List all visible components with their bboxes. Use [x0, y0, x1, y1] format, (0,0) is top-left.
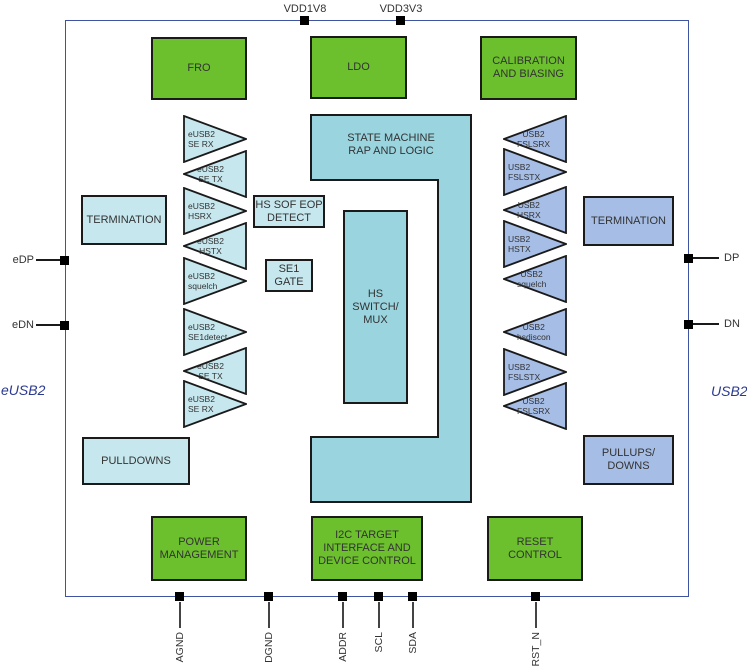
tri-eusb2-squelch: eUSB2 squelch: [183, 257, 247, 305]
tri-eusb2-se-rx-bottom: eUSB2 SE RX: [183, 380, 247, 428]
tri-eusb2-hsrx: eUSB2 HSRX: [183, 187, 247, 235]
block-pulldowns: PULLDOWNS: [82, 437, 190, 485]
pin-label-dgnd: DGND: [263, 632, 275, 663]
pin-label-edp: eDP: [12, 254, 34, 266]
tri-usb2-hsrx: USB2 HSRX: [503, 186, 567, 234]
block-termination-right: TERMINATION: [583, 196, 674, 246]
pin-label-dp: DP: [724, 252, 740, 264]
block-pullups-downs: PULLUPS/ DOWNS: [583, 435, 674, 485]
pin-label-dn: DN: [724, 318, 740, 330]
pin-stem-dgnd: [268, 602, 270, 628]
block-calibration-biasing: CALIBRATION AND BIASING: [480, 36, 577, 100]
block-termination-left: TERMINATION: [81, 195, 167, 245]
pin-stem-scl: [378, 602, 380, 628]
pin-stem-sda: [412, 602, 414, 628]
tri-usb2-hstx: USB2 HSTX: [503, 220, 567, 268]
tri-eusb2-se-tx-bottom: eUSB2 SE TX: [183, 347, 247, 395]
pin-stem-rst-n: [535, 602, 537, 628]
block-hs-switch-mux: HS SWITCH/ MUX: [343, 210, 408, 404]
pin-square-vdd3v3: [396, 16, 405, 25]
pin-label-edn: eDN: [11, 319, 34, 331]
block-se1-gate: SE1 GATE: [265, 259, 313, 292]
pin-label-rst-n: RST_N: [530, 632, 542, 667]
state-machine-label: STATE MACHINE RAP AND LOGIC: [347, 132, 435, 157]
tri-eusb2-se-rx-top: eUSB2 SE RX: [183, 115, 247, 163]
pin-label-vdd3v3: VDD3V3: [379, 3, 423, 15]
tri-usb2-fslsrx-bottom: USB2 FSLSRX: [503, 382, 567, 430]
pin-square-sda: [408, 592, 417, 601]
pin-square-rst-n: [531, 592, 540, 601]
tri-usb2-squelch: USB2 squelch: [503, 255, 567, 303]
pin-square-scl: [374, 592, 383, 601]
side-label-eusb2: eUSB2: [1, 382, 46, 398]
pin-label-addr: ADDR: [337, 632, 349, 662]
block-power-management: POWER MANAGEMENT: [151, 516, 247, 581]
pin-square-agnd: [175, 592, 184, 601]
pin-square-vdd1v8: [300, 16, 309, 25]
pin-square-edp: [60, 256, 69, 265]
block-hs-sof-eop-detect: HS SOF EOP DETECT: [253, 195, 325, 228]
pin-label-agnd: AGND: [174, 632, 186, 663]
pin-stem-agnd: [179, 602, 181, 628]
pin-label-sda: SDA: [407, 632, 419, 654]
tri-usb2-fslstx-top: USB2 FSLSTX: [503, 148, 567, 196]
pin-square-dgnd: [264, 592, 273, 601]
tri-usb2-fslstx-bottom: USB2 FSLSTX: [503, 348, 567, 396]
pin-label-vdd1v8: VDD1V8: [283, 3, 327, 15]
tri-eusb2-hstx: eUSB2 HSTX: [183, 222, 247, 270]
tri-eusb2-se-tx-top: eUSB2 SE TX: [183, 150, 247, 198]
block-fro: FRO: [151, 37, 247, 100]
pin-lead-dp: [693, 257, 719, 259]
pin-square-addr: [338, 592, 347, 601]
pin-lead-edp: [36, 259, 61, 261]
pin-lead-edn: [36, 324, 61, 326]
tri-usb2-fslsrx-top: USB2 FSLSRX: [503, 115, 567, 163]
block-i2c-target-interface: I2C TARGET INTERFACE AND DEVICE CONTROL: [311, 516, 423, 581]
pin-label-scl: SCL: [373, 632, 385, 653]
pin-square-edn: [60, 321, 69, 330]
pin-stem-addr: [342, 602, 344, 628]
pin-square-dn: [684, 320, 693, 329]
tri-eusb2-se1detect: eUSB2 SE1detect: [183, 308, 247, 356]
block-ldo: LDO: [310, 36, 407, 99]
block-reset-control: RESET CONTROL: [487, 516, 583, 581]
pin-square-dp: [684, 254, 693, 263]
tri-usb2-hsdiscon: USB2 hsdiscon: [503, 308, 567, 356]
side-label-usb2: USB2: [711, 383, 747, 399]
pin-lead-dn: [693, 323, 719, 325]
